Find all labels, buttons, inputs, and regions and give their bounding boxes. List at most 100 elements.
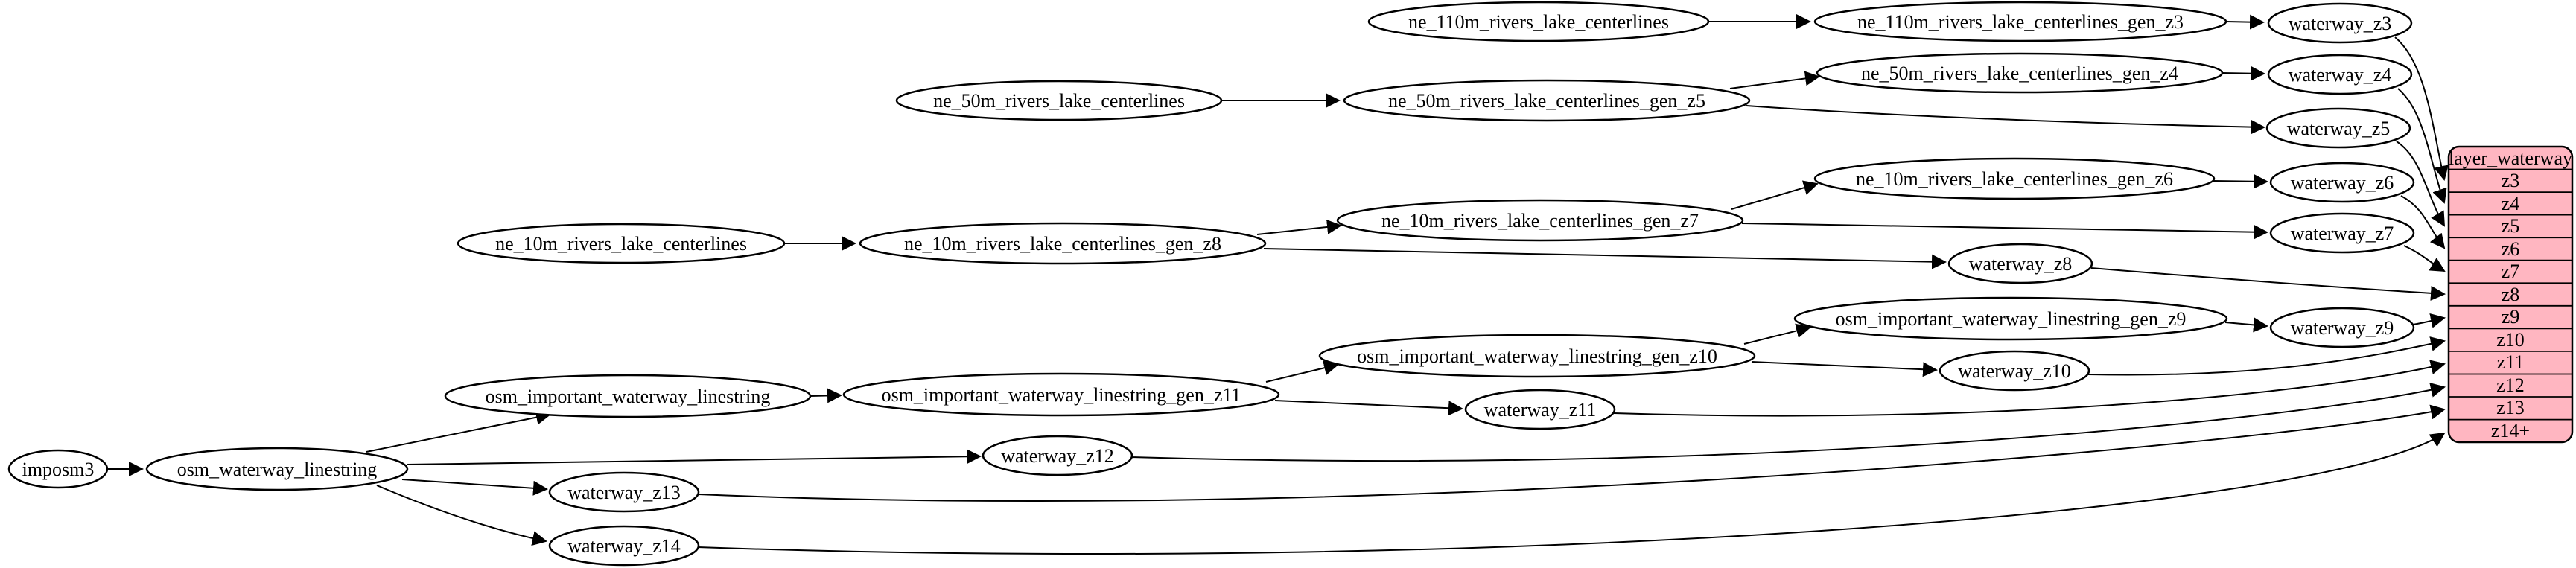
edge-gen_z5-gen_z4 [1729, 71, 1820, 89]
node-ne_110m-shape [1367, 1, 1710, 42]
node-waterway_z14-label: waterway_z14 [567, 535, 681, 557]
edge-waterway_z5-row_z5 [2396, 141, 2446, 227]
node-waterway_z10-shape [1939, 350, 2090, 392]
node-waterway_z5: waterway_z5 [2265, 107, 2411, 149]
node-ne_110m_rivers_lake_centerlines_gen_z3: ne_110m_rivers_lake_centerlines_gen_z3 [1813, 1, 2227, 42]
node-ne_50m-shape [895, 80, 1223, 121]
node-osm_important_waterway_linestring-label: osm_important_waterway_linestring [486, 386, 771, 407]
edge-gen_z4-waterway_z4 [2222, 66, 2265, 81]
node-ne_50m_rivers_lake_centerlines_gen_z4: ne_50m_rivers_lake_centerlines_gen_z4 [1816, 52, 2224, 94]
node-waterway_z14: waterway_z14 [548, 525, 700, 567]
node-waterway_z10: waterway_z10 [1939, 350, 2090, 392]
edge-osm_waterway_linestring-waterway_z12 [406, 449, 982, 465]
node-gen_z9-shape [1793, 296, 2228, 341]
table-row-z8: z8 [2502, 284, 2520, 305]
node-osm_important_waterway_linestring_gen_z9: osm_important_waterway_linestring_gen_z9 [1793, 296, 2228, 341]
node-waterway_z3-label: waterway_z3 [2289, 13, 2392, 34]
table-row-z12: z12 [2496, 374, 2525, 396]
node-waterway_z9: waterway_z9 [2269, 307, 2415, 348]
node-ne_10m_rivers_lake_centerlines_gen_z6: ne_10m_rivers_lake_centerlines_gen_z6 [1813, 157, 2216, 200]
node-imposm3-shape [7, 449, 109, 489]
edge-gen_z8-gen_z7 [1256, 219, 1342, 235]
node-osm_important_waterway_linestring: osm_important_waterway_linestring [444, 374, 812, 418]
node-waterway_z4-shape [2267, 54, 2413, 95]
node-waterway_z13-label: waterway_z13 [567, 482, 681, 503]
table-row-z7: z7 [2502, 261, 2520, 282]
table-row-z3: z3 [2502, 170, 2520, 191]
edge-gen_z5-waterway_z5 [1746, 105, 2265, 135]
edge-gen_z7-waterway_z7 [1741, 223, 2268, 240]
node-waterway_z6: waterway_z6 [2269, 162, 2415, 203]
node-waterway_z12-label: waterway_z12 [1001, 445, 1114, 467]
node-waterway_z13-shape [548, 471, 700, 513]
edge-waterway_z9-row_z9 [2412, 313, 2446, 328]
node-gen_z5-shape [1343, 79, 1751, 122]
node-waterway_z9-label: waterway_z9 [2291, 317, 2394, 339]
node-osm_important_waterway_linestring_gen_z10: osm_important_waterway_linestring_gen_z1… [1318, 334, 1756, 378]
node-ne_10m-shape [457, 223, 786, 264]
node-ne_10m_rivers_lake_centerlines_gen_z8: ne_10m_rivers_lake_centerlines_gen_z8 [859, 222, 1267, 265]
edge-waterway_z3-row_z3 [2394, 36, 2449, 181]
node-gen_z3-shape [1813, 1, 2227, 42]
node-waterway_z11-shape [1464, 389, 1616, 430]
node-ne_50m-label: ne_50m_rivers_lake_centerlines [933, 90, 1185, 112]
node-waterway_z8-label: waterway_z8 [1969, 253, 2073, 275]
node-gen_z7-shape [1336, 199, 1744, 242]
edge-gen_z6-waterway_z6 [2213, 173, 2268, 189]
edge-gen_z9-waterway_z9 [2224, 317, 2268, 333]
node-osm_important_waterway_linestring_gen_z11: osm_important_waterway_linestring_gen_z1… [842, 372, 1280, 417]
node-gen_z6-shape [1813, 157, 2216, 200]
table-layer-waterway: layer_waterway z3 z4 z5 z6 z7 z8 z9 z10 … [2447, 145, 2574, 444]
node-gen_z8-shape [859, 222, 1267, 265]
node-waterway_z8-shape [1947, 243, 2093, 284]
table-row-z10: z10 [2496, 329, 2525, 351]
node-gen_z4-shape [1816, 52, 2224, 94]
edge-osm_waterway_linestring-waterway_z13 [401, 479, 548, 496]
table-row-z9: z9 [2502, 306, 2520, 328]
edge-waterway_z13-row_z13 [698, 404, 2446, 502]
node-gen_z8-label: ne_10m_rivers_lake_centerlines_gen_z8 [904, 233, 1221, 255]
node-waterway_z11: waterway_z11 [1464, 389, 1616, 430]
table-row-z11: z11 [2497, 351, 2525, 373]
node-gen_z10-label: osm_important_waterway_linestring_gen_z1… [1357, 345, 1717, 367]
table-row-z6: z6 [2502, 238, 2520, 260]
edge-gen_z11-waterway_z11 [1274, 400, 1463, 416]
node-waterway_z14-shape [548, 525, 700, 567]
node-waterway_z6-shape [2269, 162, 2415, 203]
edge-gen_z10-waterway_z10 [1751, 361, 1938, 377]
node-waterway_z9-shape [2269, 307, 2415, 348]
node-imposm3: imposm3 [7, 449, 109, 489]
node-ne_110m-label: ne_110m_rivers_lake_centerlines [1408, 11, 1669, 33]
node-waterway_z5-shape [2265, 107, 2411, 149]
edge-waterway_z11-row_z11 [1613, 360, 2446, 417]
edge-gen_z7-gen_z6 [1731, 180, 1819, 210]
node-gen_z4-label: ne_50m_rivers_lake_centerlines_gen_z4 [1861, 63, 2178, 84]
node-gen_z6-label: ne_10m_rivers_lake_centerlines_gen_z6 [1856, 168, 2173, 190]
edge-waterway_z10-row_z10 [2087, 336, 2446, 376]
edge-osm_waterway_linestring-waterway_z14 [376, 485, 547, 546]
node-ne_10m-label: ne_10m_rivers_lake_centerlines [495, 233, 747, 255]
edge-waterway_z12-row_z12 [1131, 383, 2446, 462]
edge-waterway_z6-row_z6 [2400, 195, 2446, 249]
node-osm_waterway_linestring: osm_waterway_linestring [145, 447, 409, 491]
edge-osm_waterway_linestring-osm_important_waterway_linestring [366, 409, 551, 453]
node-osm_important_waterway_linestring-shape [444, 374, 812, 418]
table-row-z5: z5 [2502, 215, 2520, 237]
node-ne_10m_rivers_lake_centerlines_gen_z7: ne_10m_rivers_lake_centerlines_gen_z7 [1336, 199, 1744, 242]
node-waterway_z12: waterway_z12 [982, 435, 1133, 476]
node-waterway_z7-shape [2269, 212, 2415, 254]
node-ne_10m_rivers_lake_centerlines: ne_10m_rivers_lake_centerlines [457, 223, 786, 264]
node-waterway_z7: waterway_z7 [2269, 212, 2415, 254]
edge-gen_z11-gen_z10 [1265, 360, 1339, 383]
node-ne_50m_rivers_lake_centerlines_gen_z5: ne_50m_rivers_lake_centerlines_gen_z5 [1343, 79, 1751, 122]
node-gen_z9-label: osm_important_waterway_linestring_gen_z9 [1836, 308, 2187, 330]
table-row-z4: z4 [2502, 193, 2520, 214]
node-waterway_z3: waterway_z3 [2267, 2, 2413, 44]
node-waterway_z8: waterway_z8 [1947, 243, 2093, 284]
node-waterway_z10-label: waterway_z10 [1958, 360, 2071, 382]
edge-waterway_z7-row_z7 [2403, 245, 2446, 272]
node-waterway_z4: waterway_z4 [2267, 54, 2413, 95]
node-gen_z3-label: ne_110m_rivers_lake_centerlines_gen_z3 [1857, 11, 2184, 33]
